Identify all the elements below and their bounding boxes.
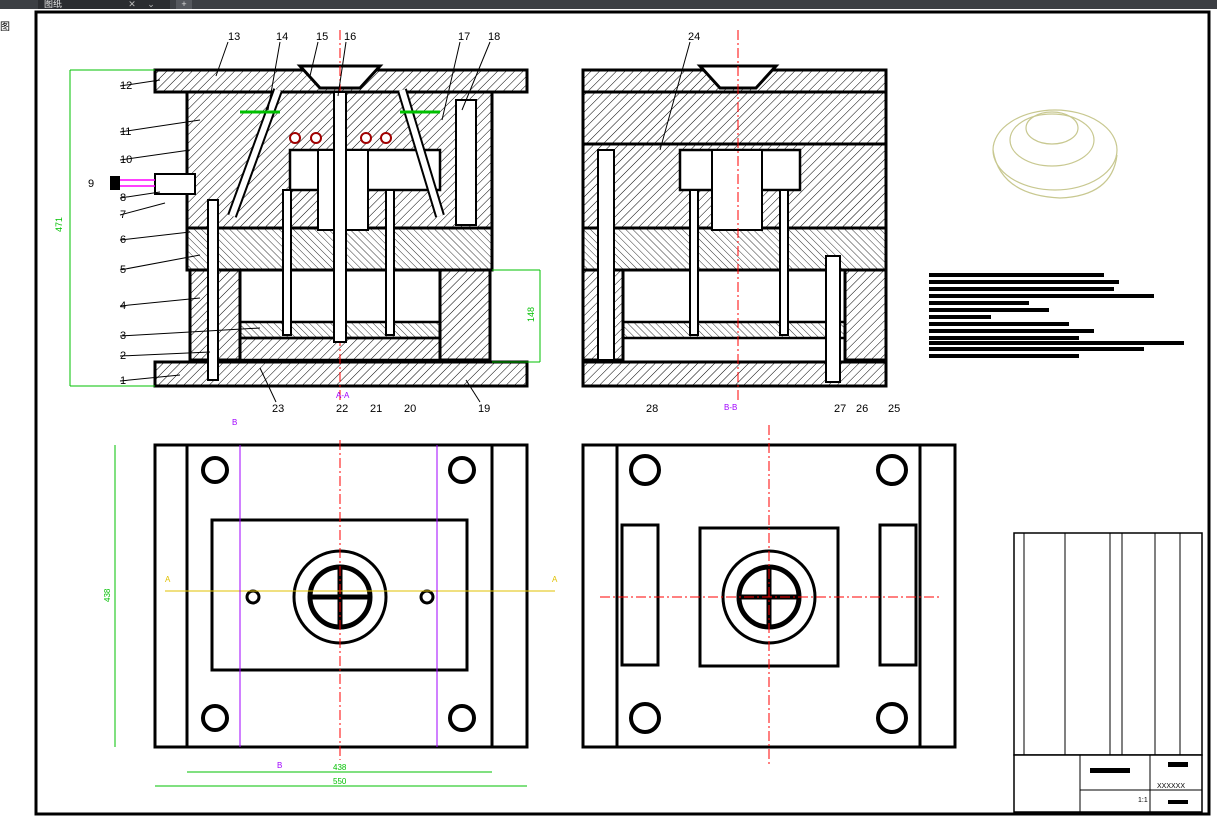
top-callouts: 13 14 15 16 17 18 (215, 31, 500, 121)
section-aa-view: 471 148 (54, 30, 541, 400)
technical-notes (929, 273, 1184, 358)
callout-4: 4 (120, 300, 126, 312)
callout-21: 21 (370, 403, 382, 415)
add-tab-button[interactable]: + (176, 0, 192, 9)
callout-6: 6 (120, 234, 126, 246)
callout-12: 12 (120, 80, 132, 92)
title-block: XXXXXX 1:1 (1013, 754, 1203, 813)
plan-inner-width-dimension: 438 (333, 763, 347, 772)
callout-20: 20 (404, 403, 416, 415)
callout-22: 22 (336, 403, 348, 415)
cut-marker-a-right: A (552, 575, 558, 584)
left-callouts: 1 2 3 4 5 6 7 8 9 10 11 12 (88, 79, 261, 387)
callout-15: 15 (316, 31, 328, 43)
drawing-frame (34, 10, 1211, 816)
plan-height-dimension: 438 (103, 588, 112, 602)
cut-marker-a-left: A (165, 575, 171, 584)
section-bb-label: B-B (724, 403, 737, 412)
bottom-callouts: 19 20 21 22 23 (259, 367, 490, 415)
cut-marker-b-bottom: B (277, 761, 282, 770)
plan-outer-width-dimension: 550 (333, 777, 347, 786)
callout-10: 10 (120, 154, 132, 166)
callout-26: 26 (856, 403, 868, 415)
right-view-callouts: 24 25 26 27 28 (646, 31, 900, 415)
height-dimension: 471 (54, 217, 64, 232)
side-panel-label: 图 (0, 22, 10, 33)
callout-27: 27 (834, 403, 846, 415)
callout-1: 1 (120, 375, 126, 387)
chevron-down-icon[interactable]: ⌄ (147, 0, 155, 9)
callout-13: 13 (228, 31, 240, 43)
callout-28: 28 (646, 403, 658, 415)
callout-14: 14 (276, 31, 288, 43)
callout-8: 8 (120, 192, 126, 204)
callout-2: 2 (120, 350, 126, 362)
window-tab-bar: 图纸 ✕ ⌄ + (0, 0, 1217, 9)
plan-view-right (581, 425, 957, 765)
close-icon[interactable]: ✕ (128, 0, 136, 9)
callout-16: 16 (344, 31, 356, 43)
plan-view-left: 438 438 550 A A B B (103, 418, 558, 787)
drawing-tab[interactable]: 图纸 (38, 0, 170, 9)
callout-18: 18 (488, 31, 500, 43)
section-aa-label: A-A (336, 391, 350, 400)
callout-23: 23 (272, 403, 284, 415)
callout-25: 25 (888, 403, 900, 415)
sub-height-dimension: 148 (526, 307, 536, 322)
callout-17: 17 (458, 31, 470, 43)
callout-5: 5 (120, 264, 126, 276)
callout-11: 11 (120, 126, 131, 138)
callout-24: 24 (688, 31, 700, 43)
callout-7: 7 (120, 209, 126, 221)
callout-9: 9 (88, 178, 94, 190)
part-3d-sketch (992, 109, 1118, 199)
drawing-tab-label: 图纸 (44, 0, 63, 9)
drawing-scale: 1:1 (1138, 797, 1148, 804)
bom-table (1013, 532, 1203, 756)
callout-19: 19 (478, 403, 490, 415)
cut-marker-b-top: B (232, 418, 237, 427)
section-bb-view (581, 30, 888, 400)
drawing-number: XXXXXX (1157, 783, 1185, 790)
callout-3: 3 (120, 330, 126, 342)
